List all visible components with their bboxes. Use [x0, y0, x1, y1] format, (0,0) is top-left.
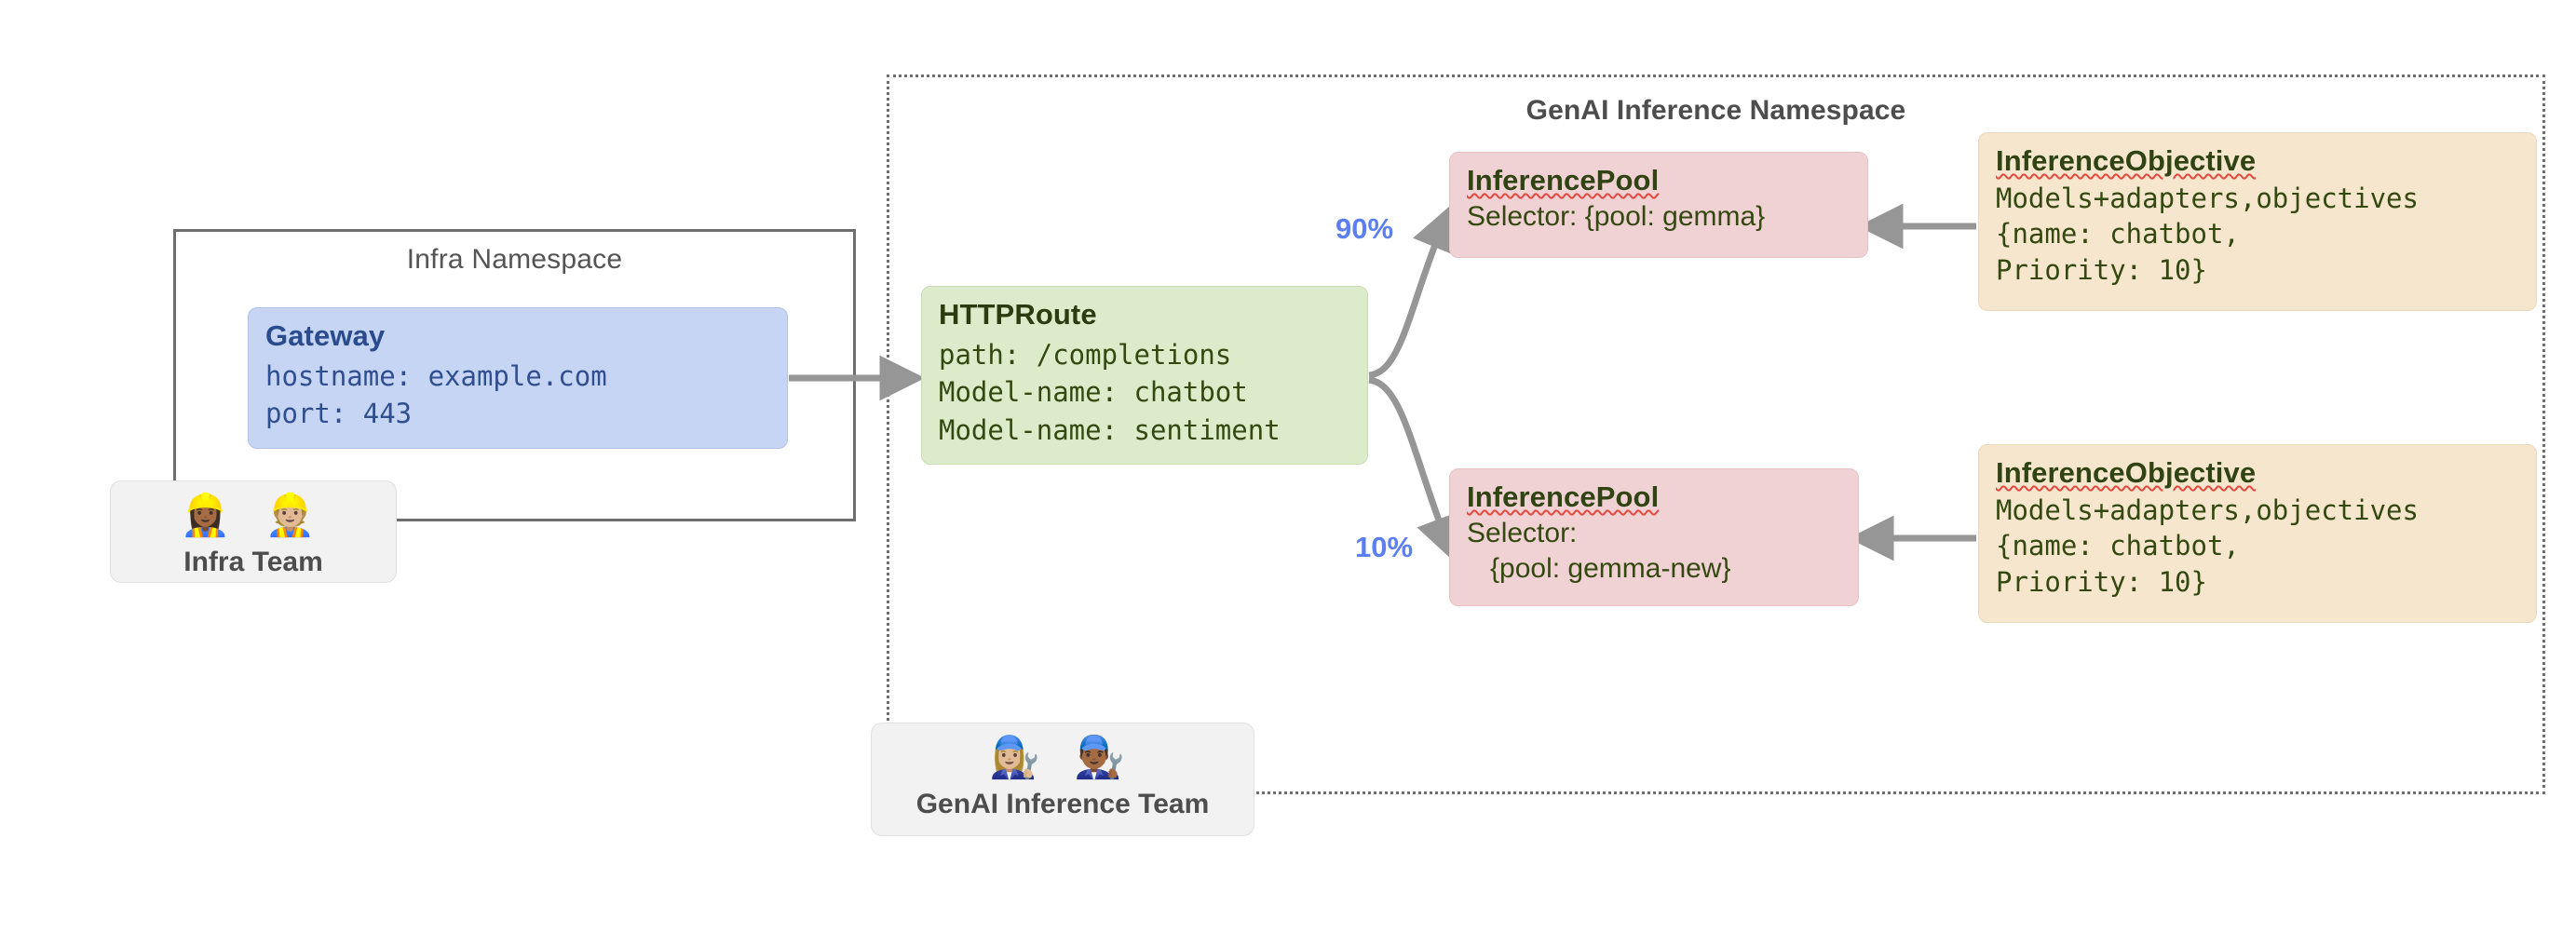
infra-team-chip[interactable]: 👷🏾‍♀️ 👷🏼 Infra Team: [110, 480, 397, 583]
infra-namespace-label: Infra Namespace: [406, 244, 623, 275]
genai-inference-team-chip[interactable]: 👩🏼‍🔧 👨🏾‍🔧 GenAI Inference Team: [871, 723, 1254, 836]
infra-team-label: Infra Team: [183, 547, 323, 578]
inferenceobjective-bottom-title: InferenceObjective: [1996, 456, 2257, 489]
inferenceobjective-top-details: Models+adapters,objectives {name: chatbo…: [1996, 183, 2419, 286]
inferenceobjective-bottom-details: Models+adapters,objectives {name: chatbo…: [1996, 494, 2419, 598]
traffic-weight-10-label: 10%: [1355, 531, 1414, 563]
inferenceobjective-top-card[interactable]: InferenceObjective Models+adapters,objec…: [1978, 132, 2537, 311]
httproute-title: HTTPRoute: [939, 298, 1097, 331]
inferenceobjective-top-title: InferenceObjective: [1996, 144, 2257, 177]
construction-worker-icon: 👷🏾‍♀️ 👷🏼: [180, 493, 327, 538]
gateway-details: hostname: example.com port: 443: [265, 360, 607, 430]
genai-inference-namespace-boundary: [887, 74, 2545, 794]
mechanic-icon: 👩🏼‍🔧 👨🏾‍🔧: [989, 735, 1136, 780]
httproute-details: path: /completions Model-name: chatbot M…: [939, 339, 1281, 446]
genai-inference-namespace-label: GenAI Inference Namespace: [1525, 95, 1906, 126]
inferencepool-gemma-selector: Selector: {pool: gemma}: [1467, 201, 1766, 232]
inferencepool-gemma-new-selector: Selector: {pool: gemma-new}: [1467, 518, 1731, 585]
genai-inference-team-label: GenAI Inference Team: [915, 789, 1210, 820]
inferencepool-gemma-new-title: InferencePool: [1467, 480, 1660, 513]
gateway-card[interactable]: Gateway hostname: example.com port: 443: [248, 307, 788, 449]
inferencepool-gemma-card[interactable]: InferencePool Selector: {pool: gemma}: [1449, 152, 1868, 258]
traffic-weight-90-label: 90%: [1335, 212, 1394, 245]
inferencepool-gemma-new-card[interactable]: InferencePool Selector: {pool: gemma-new…: [1449, 468, 1859, 606]
inferencepool-gemma-title: InferencePool: [1467, 164, 1660, 196]
httproute-card[interactable]: HTTPRoute path: /completions Model-name:…: [921, 286, 1368, 465]
inferenceobjective-bottom-card[interactable]: InferenceObjective Models+adapters,objec…: [1978, 444, 2537, 623]
gateway-title: Gateway: [265, 319, 386, 352]
